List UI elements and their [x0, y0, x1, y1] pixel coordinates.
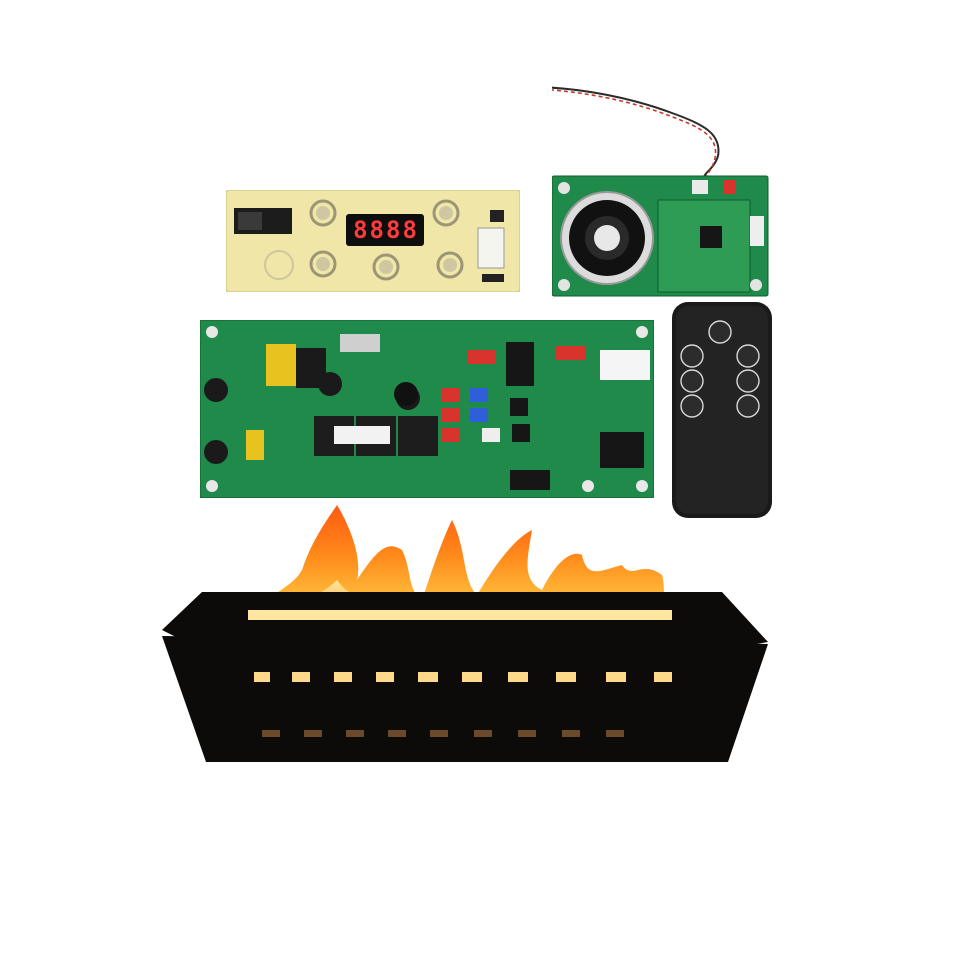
main-controller-board	[200, 320, 654, 498]
remote-control	[672, 302, 772, 518]
touch-key-icon	[306, 196, 340, 230]
remote-button-icon	[709, 321, 731, 343]
sound-module-board	[552, 78, 770, 298]
flame-icon	[252, 500, 672, 620]
segment-display: 8888	[353, 216, 419, 244]
control-panel-board: 8888	[226, 190, 520, 292]
flame-burner	[162, 500, 768, 770]
speaker-icon	[561, 192, 653, 284]
